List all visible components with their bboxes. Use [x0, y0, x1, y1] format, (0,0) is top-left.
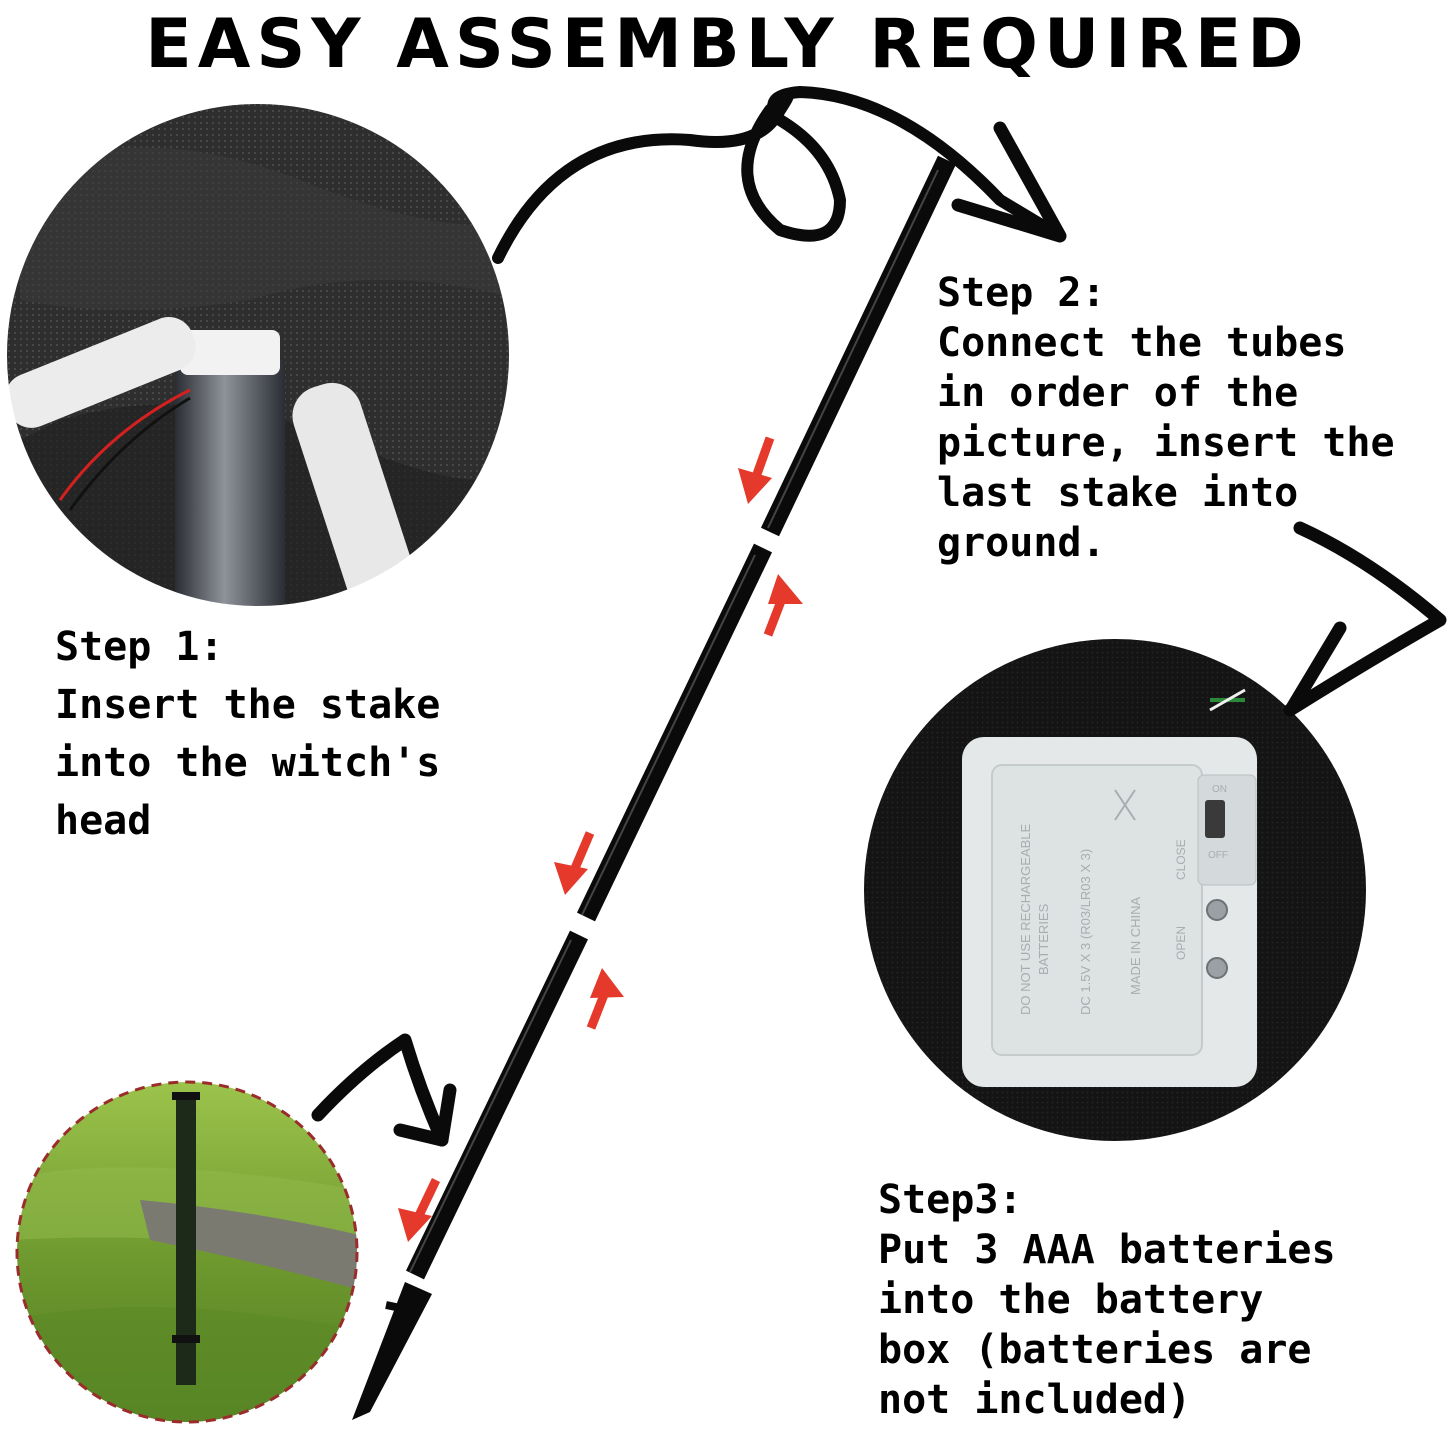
battery-warning-label: DO NOT USE RECHARGEABLE [1018, 823, 1033, 1015]
screw [1206, 899, 1228, 921]
red-arrows [398, 436, 803, 1242]
switch-on-label: ON [1212, 784, 1227, 795]
foam-tube-left [6, 317, 196, 428]
tube-section-3 [405, 930, 589, 1280]
power-switch [1205, 800, 1225, 838]
red-arrow-up-2 [586, 968, 624, 1030]
stake-assembly [352, 155, 957, 1420]
dashed-border [15, 1080, 359, 1424]
step-1-line: Insert the stake [55, 682, 441, 728]
ground-spike [352, 1282, 432, 1420]
arrow-to-step2-icon [492, 86, 1066, 264]
step-1-text: Step 1: Insert the stake into the witch'… [55, 618, 440, 850]
battery-batteries-label: BATTERIES [1036, 903, 1051, 975]
red-arrow-down-3 [398, 1178, 441, 1242]
step-1-heading: Step 1: [55, 624, 224, 670]
step-3-line: box (batteries are [878, 1327, 1312, 1373]
page-title: EASY ASSEMBLY REQUIRED [145, 5, 1310, 84]
step-1-line: head [55, 798, 152, 844]
pvc-pipe [175, 360, 285, 607]
step-3-line: not included) [878, 1377, 1192, 1423]
red-arrow-up-1 [763, 574, 803, 637]
battery-open-label: OPEN [1174, 926, 1188, 960]
step-2-line: picture, insert the [937, 420, 1395, 466]
switch-off-label: OFF [1208, 850, 1228, 861]
step-3-text: Step3: Put 3 AAA batteries into the batt… [878, 1175, 1336, 1425]
battery-spec-label: DC 1.5V X 3 (R03/LR03 X 3) [1078, 849, 1093, 1015]
arrow-to-grass-icon [311, 1033, 449, 1147]
stake-in-ground [176, 1095, 196, 1385]
hand-drawn-arrows [311, 86, 1447, 1147]
step-2-line: last stake into [937, 470, 1299, 516]
step-2-text: Step 2: Connect the tubes in order of th… [937, 268, 1395, 568]
tube-section-2 [576, 543, 773, 922]
step-2-line: Connect the tubes [937, 320, 1347, 366]
grass-stake-photo [15, 1080, 359, 1424]
battery-close-label: CLOSE [1174, 839, 1188, 880]
screw [1206, 957, 1228, 979]
step-2-line: ground. [937, 520, 1106, 566]
foam-tube-right [292, 382, 418, 607]
step-3-heading: Step3: [878, 1177, 1023, 1223]
battery-box-photo: DO NOT USE RECHARGEABLE BATTERIES DC 1.5… [862, 637, 1368, 1143]
step-2-heading: Step 2: [937, 270, 1106, 316]
red-arrow-down-1 [738, 436, 775, 504]
step-3-line: into the battery [878, 1277, 1264, 1323]
arrow-to-battery-icon [1283, 521, 1447, 717]
step-1-line: into the witch's [55, 740, 441, 786]
tube-section-1 [760, 155, 957, 537]
step-3-line: Put 3 AAA batteries [878, 1227, 1336, 1273]
witch-head-photo [5, 102, 511, 608]
step-2-line: in order of the [937, 370, 1299, 416]
battery-origin-label: MADE IN CHINA [1128, 896, 1143, 995]
red-arrow-down-2 [554, 831, 595, 895]
